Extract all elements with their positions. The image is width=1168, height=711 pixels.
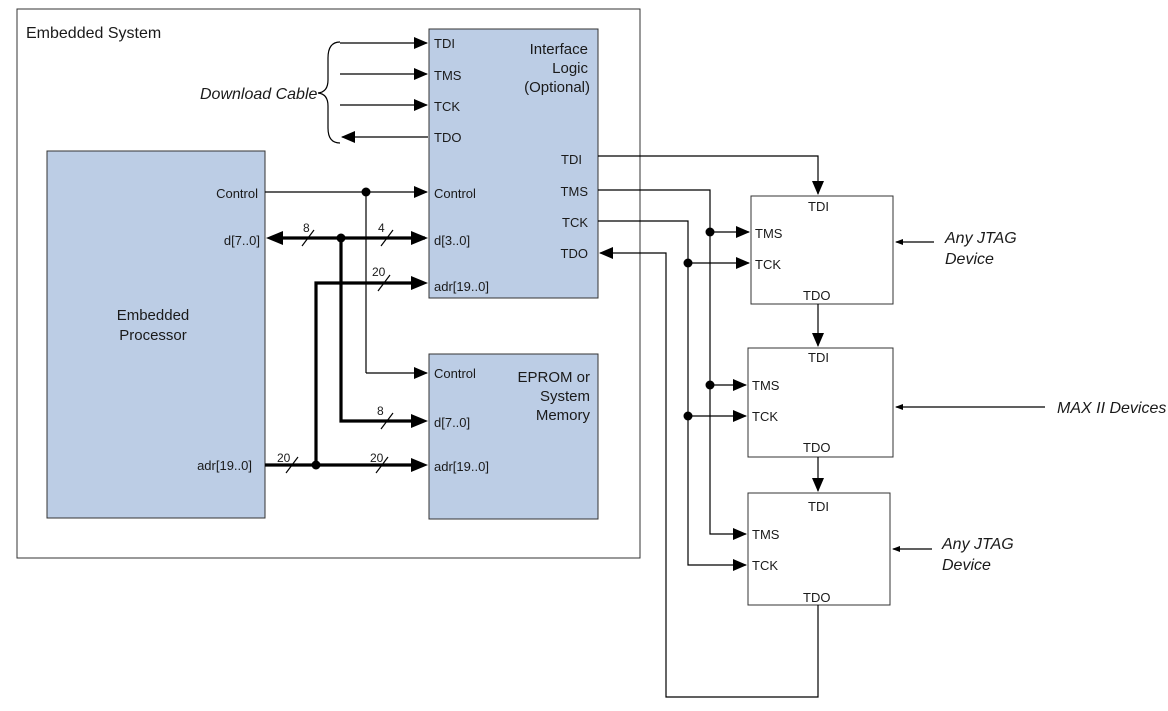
device1-label-1: Any JTAG	[944, 230, 1017, 247]
if-port-data: d[3..0]	[434, 233, 470, 248]
if-out-tck: TCK	[562, 215, 588, 230]
device3-label-1: Any JTAG	[941, 536, 1014, 553]
tms-chain-wire	[598, 189, 747, 540]
if-out-tdo: TDO	[561, 246, 588, 261]
address-if-arrow	[411, 276, 428, 290]
dev2-pin-tdi: TDI	[808, 350, 829, 365]
address-if-bus	[314, 281, 413, 465]
bus-width-d-if: 4	[378, 221, 385, 235]
eprom-title-3: Memory	[536, 407, 591, 424]
bus-width-adr-proc: 20	[277, 451, 291, 465]
interface-logic-title-1: Interface	[530, 41, 588, 58]
bus-slash-d-if	[380, 229, 394, 247]
dev3-pin-tms: TMS	[752, 527, 780, 542]
bus-width-d-eprom: 8	[377, 404, 384, 418]
address-eprom-arrow	[411, 458, 428, 472]
embedded-system-title: Embedded System	[26, 25, 161, 42]
eprom-title-1: EPROM or	[517, 369, 590, 386]
tms-junction-2	[705, 380, 715, 390]
eprom-port-address: adr[19..0]	[434, 459, 489, 474]
dev3-pin-tdi: TDI	[808, 499, 829, 514]
tck-chain-wire	[598, 220, 747, 571]
eprom-port-data: d[7..0]	[434, 415, 470, 430]
if-out-tdi: TDI	[561, 152, 582, 167]
bus-width-adr-eprom: 20	[370, 451, 384, 465]
bus-slash-d-proc	[301, 229, 315, 247]
dev2-pin-tms: TMS	[752, 378, 780, 393]
tck-junction-2	[683, 411, 693, 421]
max-ii-device	[747, 347, 894, 458]
proc-port-data: d[7..0]	[224, 233, 260, 248]
if-port-control: Control	[434, 186, 476, 201]
bus-width-adr-if: 20	[372, 265, 386, 279]
device3-label-2: Device	[942, 557, 991, 574]
interface-logic-block	[428, 28, 599, 299]
data-eprom-arrow	[411, 414, 428, 428]
bus-slash-adr-eprom	[375, 456, 389, 474]
bus-slash-d-eprom	[380, 412, 394, 430]
eprom-port-control: Control	[434, 366, 476, 381]
download-cable-brace	[317, 41, 341, 144]
dev1-pin-tdo: TDO	[803, 288, 830, 303]
dev3-pin-tck: TCK	[752, 558, 778, 573]
proc-port-address: adr[19..0]	[197, 458, 252, 473]
device2-label: MAX II Devices	[1057, 400, 1166, 417]
dev3-pin-tdo: TDO	[803, 590, 830, 605]
if-port-tms: TMS	[434, 68, 462, 83]
if-port-tck: TCK	[434, 99, 460, 114]
interface-logic-title-2: Logic	[552, 60, 588, 77]
bus-slash-adr-if	[377, 274, 391, 292]
tdo-return-wire	[599, 247, 819, 698]
tdi-chain-wire	[598, 155, 824, 195]
dev1-pin-tck: TCK	[755, 257, 781, 272]
data-bus-right-arrow	[411, 231, 428, 245]
dev1-pin-tdi: TDI	[808, 199, 829, 214]
device1-label-2: Device	[945, 251, 994, 268]
data-bus-left-arrow	[266, 231, 283, 245]
interface-logic-title-3: (Optional)	[524, 79, 590, 96]
if-port-address: adr[19..0]	[434, 279, 489, 294]
bus-slash-adr-proc	[285, 456, 299, 474]
dev1-pin-tms: TMS	[755, 226, 783, 241]
data-eprom-bus	[339, 238, 413, 423]
download-cable-label: Download Cable	[200, 86, 318, 103]
tck-junction-1	[683, 258, 693, 268]
dev2-pin-tdo: TDO	[803, 440, 830, 455]
if-port-tdo: TDO	[434, 130, 461, 145]
eprom-block	[428, 353, 599, 520]
if-out-tms: TMS	[561, 184, 589, 199]
embedded-system-boundary	[16, 8, 641, 559]
embedded-processor-block	[46, 150, 266, 519]
eprom-title-2: System	[540, 388, 590, 405]
processor-title-2: Processor	[119, 327, 187, 344]
dev2-pin-tck: TCK	[752, 409, 778, 424]
tms-junction-1	[705, 227, 715, 237]
jtag-device-1	[750, 195, 894, 305]
bus-width-d-proc: 8	[303, 221, 310, 235]
control-junction-dot	[361, 187, 371, 197]
proc-port-control: Control	[216, 186, 258, 201]
if-port-tdi: TDI	[434, 36, 455, 51]
jtag-device-3	[747, 492, 891, 606]
processor-title-1: Embedded	[117, 307, 190, 324]
